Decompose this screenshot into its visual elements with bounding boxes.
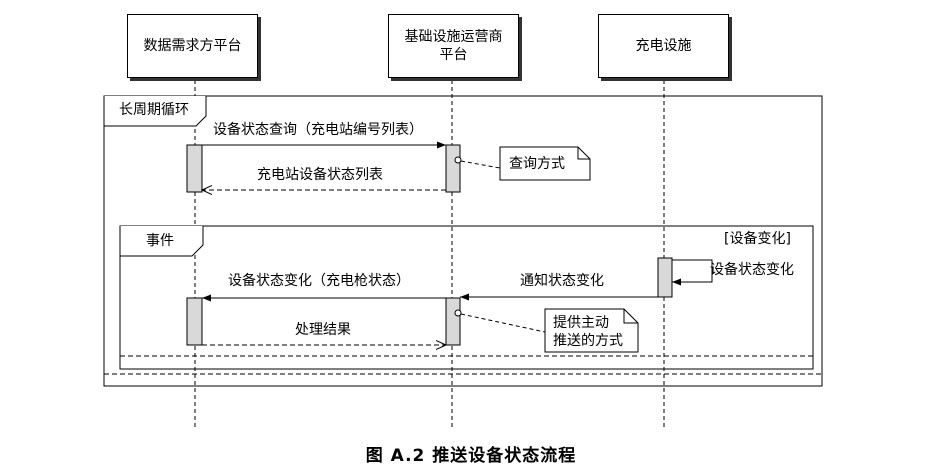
event-tab <box>119 226 204 257</box>
loop-label: 长周期循环 <box>119 102 189 118</box>
loop-frame <box>103 95 823 387</box>
arrow-self-change <box>672 259 713 286</box>
activation-bar <box>657 257 673 298</box>
note-query-method <box>499 146 591 181</box>
activation-bar <box>186 144 203 193</box>
message-query: 设备状态查询（充电站编号列表） <box>213 122 423 138</box>
participant-charger: 充电设施 <box>598 14 729 78</box>
message-self-change: 设备状态变化 <box>710 262 794 278</box>
event-label: 事件 <box>146 233 174 249</box>
participant-data-demand: 数据需求方平台 <box>127 14 258 78</box>
note-push-line2: 推送的方式 <box>553 333 623 349</box>
loop-tab <box>103 96 207 127</box>
note-query-method-text: 查询方式 <box>509 156 565 172</box>
message-status-change: 设备状态变化（充电枪状态） <box>228 273 410 289</box>
activation-bar <box>445 297 461 346</box>
event-frame <box>119 225 814 370</box>
message-notify: 通知状态变化 <box>520 273 604 289</box>
message-result: 处理结果 <box>295 322 351 338</box>
message-status-list: 充电站设备状态列表 <box>257 167 383 183</box>
activation-bar <box>445 144 461 193</box>
participant-operator: 基础设施运营商 平台 <box>388 14 519 78</box>
event-guard: [设备变化] <box>724 231 791 247</box>
activation-bar <box>186 297 203 346</box>
note-push-line1: 提供主动 <box>553 315 609 331</box>
figure-caption: 图 A.2 推送设备状态流程 <box>365 446 577 466</box>
note-push <box>544 308 639 353</box>
